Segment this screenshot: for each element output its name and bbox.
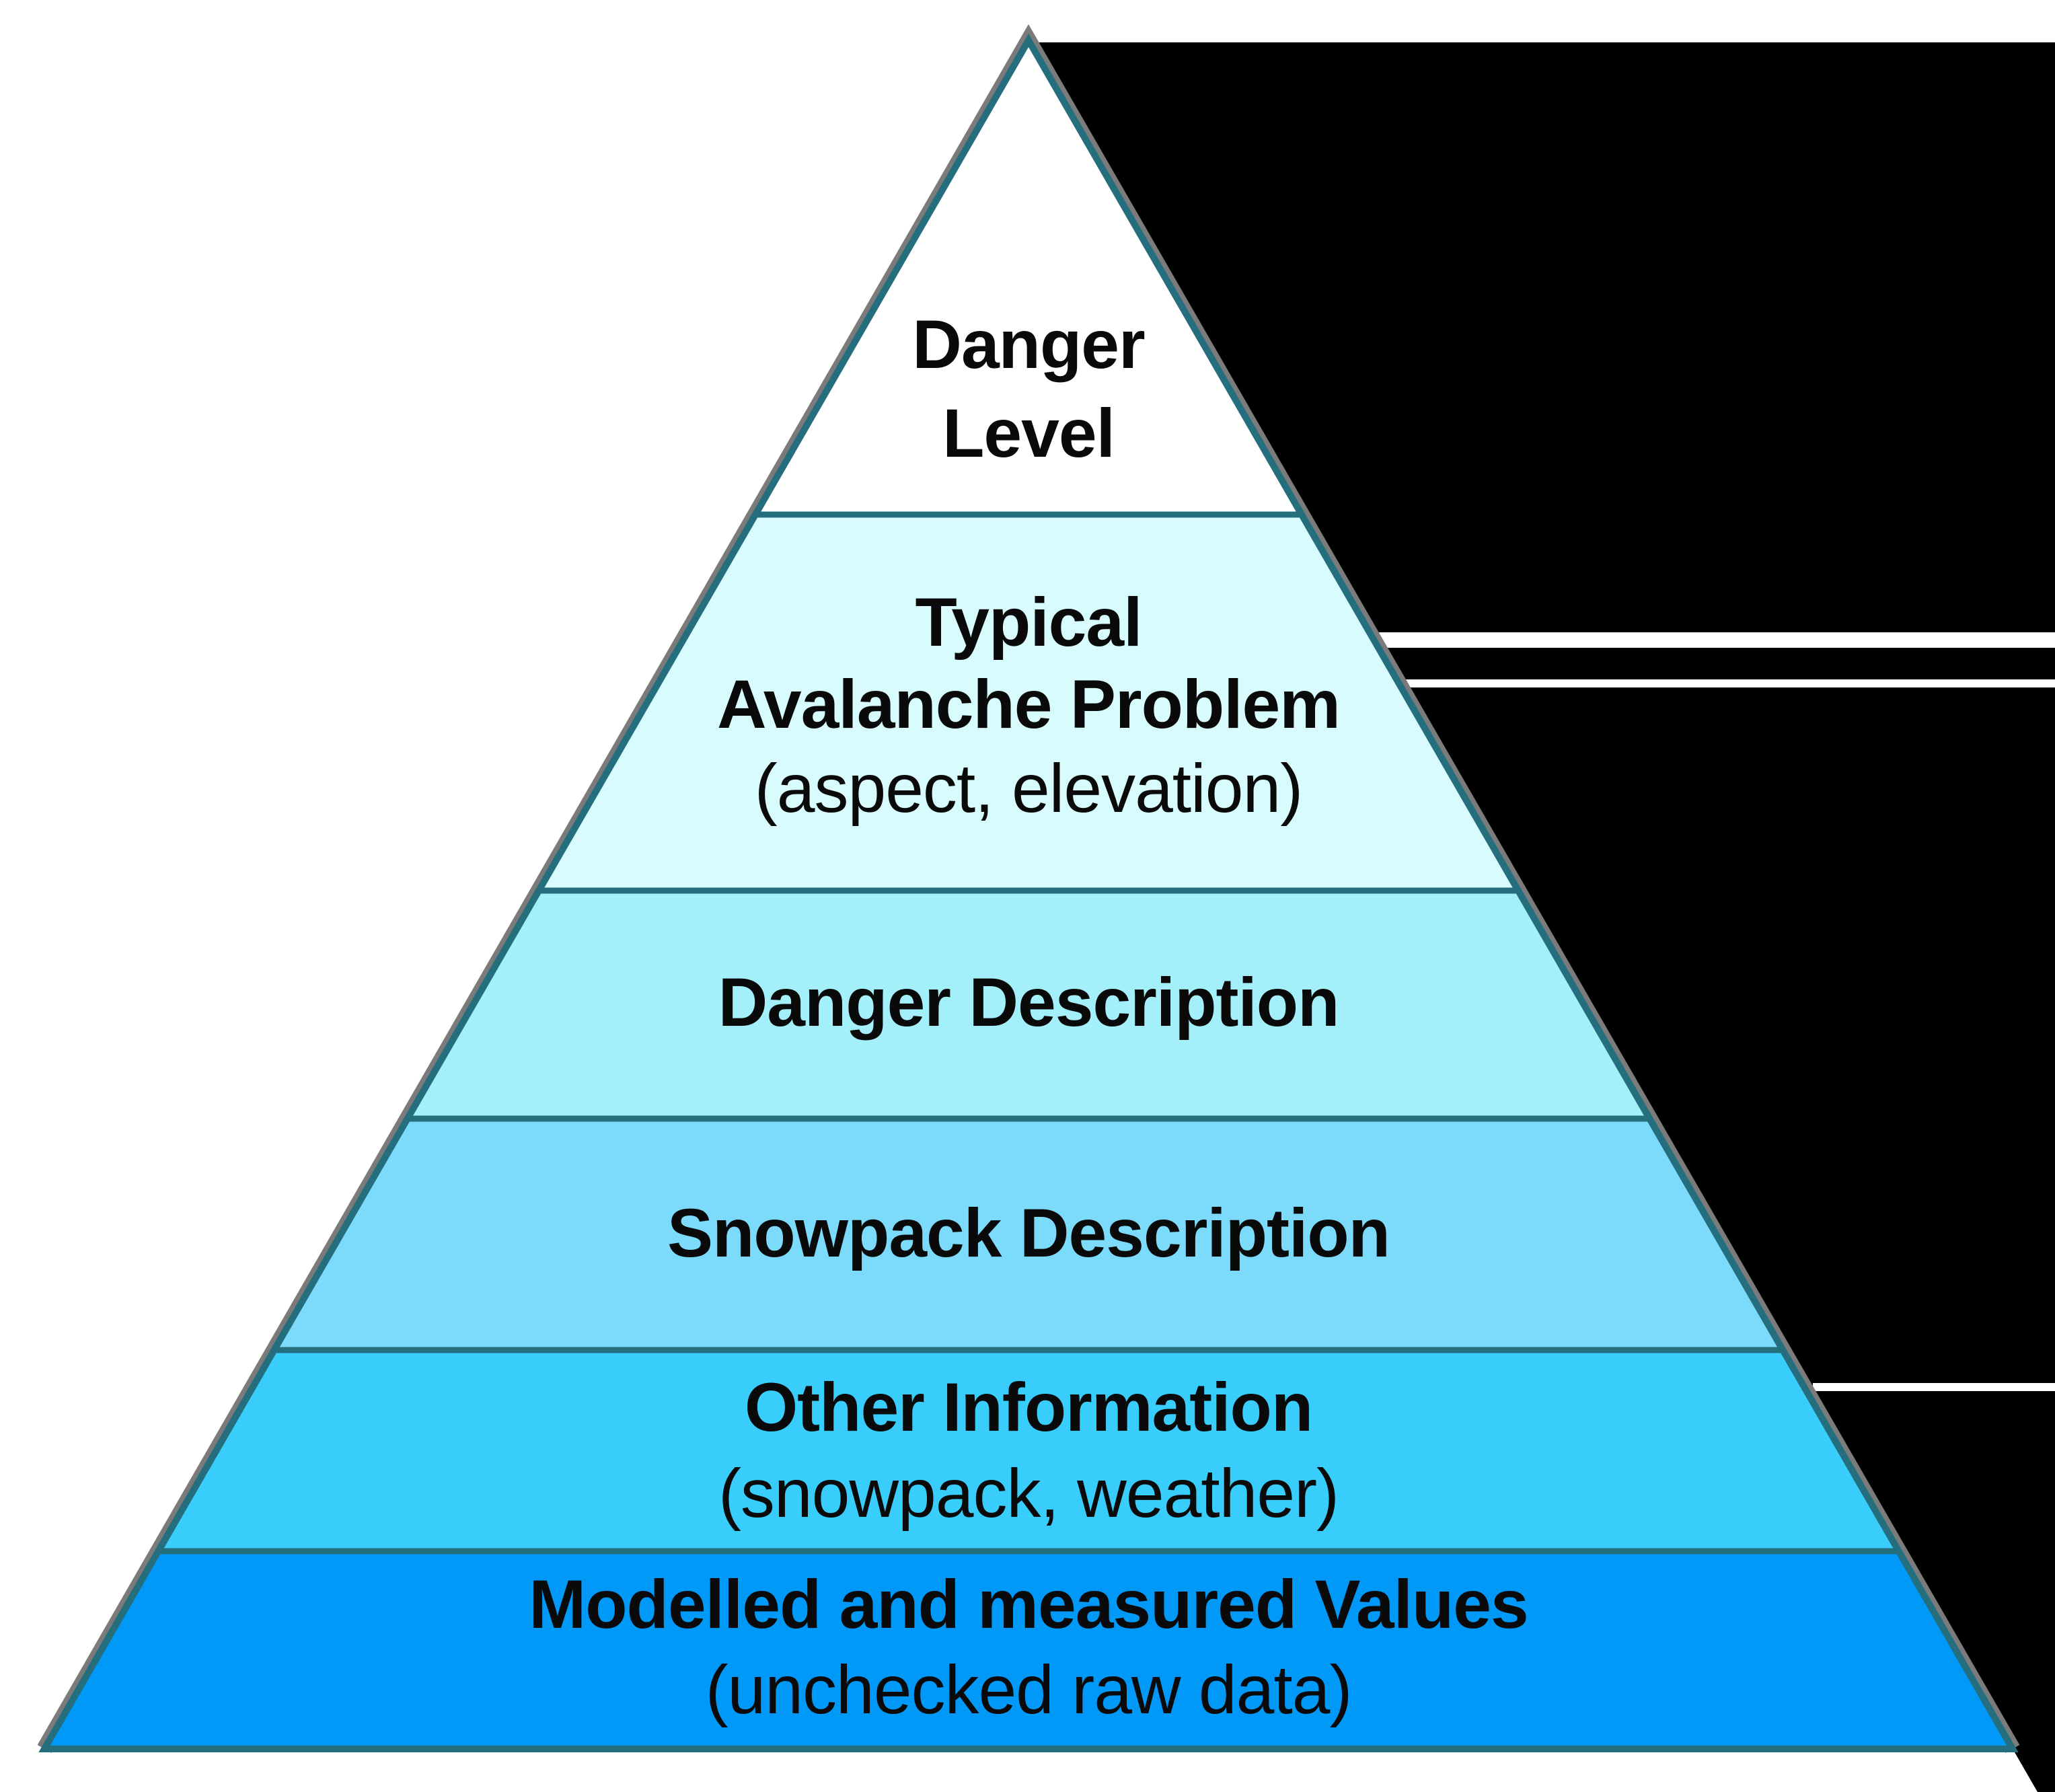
typical-problem-label-line3: (aspect, elevation) — [754, 750, 1303, 827]
typical-problem-label-line1: Typical — [915, 584, 1143, 661]
snowpack-description-label: Snowpack Description — [667, 1195, 1390, 1271]
modelled-values-label-line2: (unchecked raw data) — [705, 1651, 1353, 1728]
divider-lines — [158, 511, 1899, 1555]
level-shape-snowpack-description — [274, 1119, 1783, 1350]
white-stripe-artifact-3 — [1813, 1383, 2055, 1391]
danger-description-label: Danger Description — [718, 964, 1340, 1041]
typical-problem-label-line2: Avalanche Problem — [717, 666, 1341, 743]
other-information-label-line2: (snowpack, weather) — [718, 1455, 1339, 1532]
other-information-label-line1: Other Information — [744, 1369, 1313, 1446]
danger-level-label-line1: Danger — [912, 306, 1145, 383]
level-shape-danger-description — [408, 891, 1649, 1119]
level-shape-danger-level — [755, 40, 1302, 515]
white-stripe-artifact-2 — [1399, 679, 2055, 687]
pyramid-outline — [38, 33, 2019, 1752]
level-shape-other-information — [158, 1350, 1899, 1551]
level-shape-modelled-measured-values — [44, 1551, 2013, 1749]
white-stripe-artifact-1 — [1370, 632, 2055, 648]
danger-level-label-line2: Level — [942, 395, 1115, 472]
modelled-values-label-line1: Modelled and measured Values — [529, 1566, 1529, 1643]
level-shape-typical-avalanche-problem — [539, 515, 1518, 891]
